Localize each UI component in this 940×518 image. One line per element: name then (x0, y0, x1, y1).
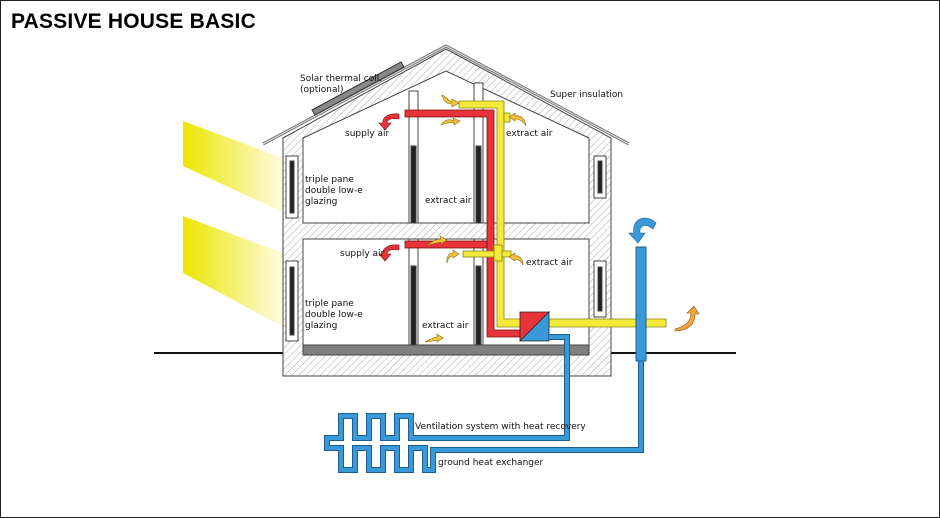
extract-air-duct (458, 100, 667, 328)
label-super-insulation: Super insulation (550, 90, 623, 100)
floor-slab (302, 344, 590, 356)
label-ground-heat-exchanger: ground heat exchanger (438, 458, 544, 468)
label-supply-air: supply air (345, 129, 390, 139)
extract-arrow-icon (508, 112, 527, 127)
label-glazing: double low-e (305, 310, 363, 320)
label-extract-air: extract air (425, 196, 472, 206)
sunbeam-upper (183, 121, 291, 216)
label-extract-air: extract air (422, 321, 469, 331)
label-solar: Solar thermal coll. (300, 74, 382, 84)
extract-arrow-icon (424, 333, 444, 343)
heat-recovery-unit (519, 311, 550, 342)
intake-arrow-icon (628, 217, 657, 244)
windows (285, 155, 607, 342)
label-solar-optional: (optional) (300, 85, 344, 95)
supply-arrow-icon (378, 113, 400, 131)
interior-walls (408, 82, 484, 346)
label-extract-air: extract air (506, 129, 553, 139)
label-extract-air: extract air (526, 258, 573, 268)
extract-arrow-icon (441, 94, 460, 108)
extract-arrow-icon (425, 235, 448, 247)
extract-arrow-icon (508, 252, 524, 266)
supply-arrow-icon (378, 244, 400, 262)
solar-collector (311, 61, 405, 116)
exhaust-arrow-icon (674, 305, 700, 332)
label-glazing: triple pane (305, 175, 354, 185)
label-supply-air: supply air (340, 249, 385, 259)
label-glazing: triple pane (305, 299, 354, 309)
label-glazing: glazing (305, 321, 337, 331)
extract-arrow-icon (440, 117, 461, 126)
building-envelope (262, 44, 630, 377)
page-title: PASSIVE HOUSE BASIC (11, 10, 256, 33)
attic-room (302, 70, 590, 224)
sunbeam-lower (183, 216, 291, 331)
label-ventilation: Ventilation system with heat recovery (415, 422, 586, 432)
label-glazing: double low-e (305, 186, 363, 196)
air-intake-tower (635, 246, 647, 362)
extract-arrow-icon (446, 249, 460, 264)
label-glazing: glazing (305, 197, 337, 207)
